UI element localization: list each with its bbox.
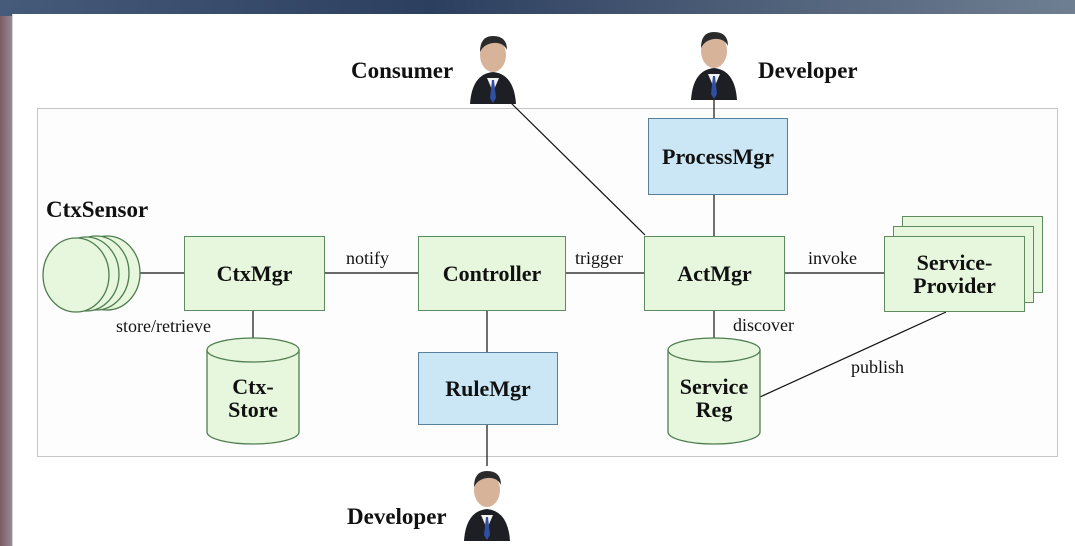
actor-label-developer-top: Developer: [758, 58, 858, 83]
user-icon-consumer: [470, 36, 516, 104]
ctx-store-label-line2: Store: [228, 397, 278, 423]
rulemgr-box: RuleMgr: [418, 352, 558, 425]
service-provider-box: Service- Provider: [884, 236, 1025, 312]
edge-label-invoke: invoke: [808, 248, 857, 268]
backdrop-top: [0, 0, 1075, 16]
actor-label-consumer: Consumer: [351, 58, 454, 83]
user-icon-developer-bottom: [464, 471, 510, 541]
ctxmgr-box: CtxMgr: [184, 236, 325, 311]
service-reg-cylinder: [667, 337, 761, 445]
user-icon-developer-top: [691, 32, 737, 100]
edge-provider-servicereg: [759, 311, 947, 398]
ctx-store-label: Ctx- Store: [207, 375, 299, 421]
edge-label-trigger: trigger: [575, 248, 623, 268]
edge-label-publish: publish: [851, 357, 905, 377]
ctx-store-cylinder: [206, 337, 300, 445]
edge-label-store-retrieve: store/retrieve: [116, 316, 211, 336]
edge-label-discover: discover: [733, 315, 794, 335]
edge-label-notify: notify: [346, 248, 389, 268]
edge-consumer-actmgr: [509, 101, 646, 236]
ctxsensor-label: CtxSensor: [46, 197, 149, 222]
ctxsensor-shape: [42, 235, 141, 313]
ctx-store-label-line1: Ctx-: [232, 374, 274, 399]
service-provider-label-line1: Service-: [916, 249, 993, 275]
service-provider-label-line2: Provider: [913, 273, 996, 298]
processmgr-box: ProcessMgr: [648, 118, 788, 195]
actmgr-box: ActMgr: [644, 236, 785, 311]
actor-label-developer-bottom: Developer: [347, 504, 447, 529]
service-reg-label: Service Reg: [668, 375, 760, 421]
service-reg-label-line1: Service: [679, 374, 749, 399]
service-reg-label-line2: Reg: [695, 397, 733, 423]
controller-box: Controller: [418, 236, 566, 311]
